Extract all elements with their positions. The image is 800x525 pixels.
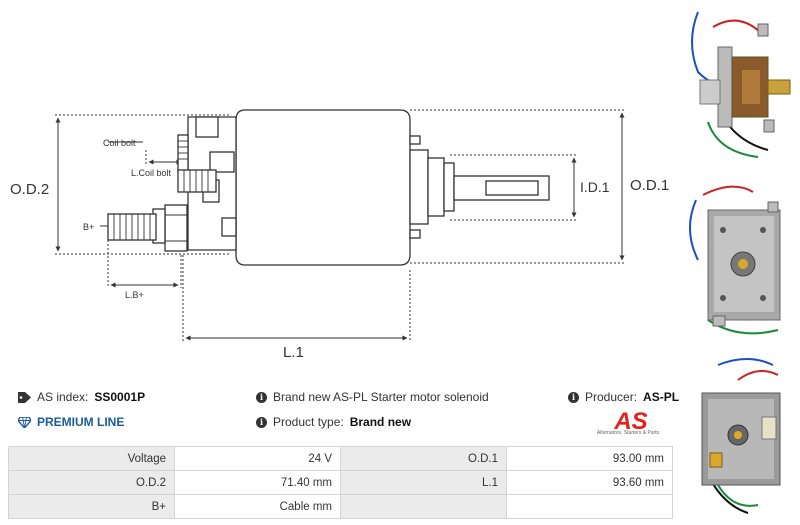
spec-label: O.D.1 xyxy=(340,446,507,471)
info-icon: i xyxy=(568,391,579,403)
premium-line-badge: PREMIUM LINE xyxy=(18,415,124,429)
spec-value: 71.40 mm xyxy=(174,470,341,495)
producer: i Producer: AS-PL xyxy=(568,390,679,404)
od2-label: O.D.2 xyxy=(10,181,49,198)
od1-label: O.D.1 xyxy=(630,177,669,194)
as-index-value: SS0001P xyxy=(94,390,146,404)
logo-tagline: Alternators, Starters & Parts xyxy=(596,430,660,436)
spec-value: 93.00 mm xyxy=(506,446,673,471)
as-index: AS index: SS0001P xyxy=(18,390,145,404)
l1-label: L.1 xyxy=(283,344,304,361)
table-row: B+ Cable mm xyxy=(8,494,673,519)
product-description: i Brand new AS-PL Starter motor solenoid xyxy=(256,390,489,404)
spec-value: 93.60 mm xyxy=(506,470,673,495)
product-photo-side[interactable] xyxy=(678,2,796,162)
premium-line-text: PREMIUM LINE xyxy=(37,415,125,429)
logo-mark: AS xyxy=(613,408,647,435)
spec-label: B+ xyxy=(8,494,175,519)
spec-value: Cable mm xyxy=(174,494,341,519)
tag-icon xyxy=(18,391,31,403)
producer-value: AS-PL xyxy=(643,390,680,404)
spec-label: Voltage xyxy=(8,446,175,471)
specs-table: Voltage 24 V O.D.1 93.00 mm O.D.2 71.40 … xyxy=(8,446,673,519)
info-icon: i xyxy=(256,391,267,403)
as-logo: AS xyxy=(613,408,647,435)
as-index-label: AS index: xyxy=(37,390,89,404)
spec-label xyxy=(340,494,507,519)
solenoid-technical-drawing: O.D.2 O.D.1 I.D.1 L.1 Coil bolt L.Coil b… xyxy=(10,109,669,361)
spec-label: L.1 xyxy=(340,470,507,495)
l-b-plus-label: L.B+ xyxy=(125,290,144,300)
product-photo-front[interactable] xyxy=(678,180,796,340)
id1-label: I.D.1 xyxy=(580,179,610,195)
spec-value: 24 V xyxy=(174,446,341,471)
diamond-icon xyxy=(18,416,31,428)
spec-label: O.D.2 xyxy=(8,470,175,495)
l-coil-bolt-label: L.Coil bolt xyxy=(131,168,172,178)
table-row: Voltage 24 V O.D.1 93.00 mm xyxy=(8,446,673,471)
coil-bolt-label: Coil bolt xyxy=(103,138,136,148)
product-type-label: Product type: xyxy=(273,415,344,429)
producer-label: Producer: xyxy=(585,390,638,404)
spec-value xyxy=(506,494,673,519)
table-row: O.D.2 71.40 mm L.1 93.60 mm xyxy=(8,470,673,495)
product-type: i Product type: Brand new xyxy=(256,415,411,429)
b-plus-label: B+ xyxy=(83,222,94,232)
product-photo-back[interactable] xyxy=(678,355,796,523)
product-type-value: Brand new xyxy=(349,415,412,429)
info-icon: i xyxy=(256,416,267,428)
description-text: Brand new AS-PL Starter motor solenoid xyxy=(273,390,489,404)
